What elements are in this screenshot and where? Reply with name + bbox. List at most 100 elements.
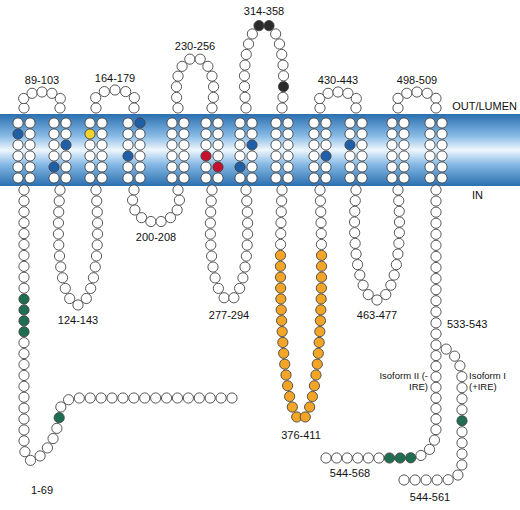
residue [13, 118, 23, 128]
residue [19, 250, 29, 260]
residue [431, 229, 441, 239]
residue [229, 293, 239, 303]
residue [305, 402, 315, 412]
residue [316, 207, 326, 217]
residue [42, 443, 52, 453]
residue [174, 195, 184, 205]
residue [65, 293, 75, 303]
residue [73, 300, 83, 310]
residue [425, 173, 435, 183]
residue [19, 349, 29, 359]
residue [384, 453, 394, 463]
residue [425, 151, 435, 161]
residue [276, 294, 286, 304]
residue [275, 272, 285, 282]
residue-range: 200-208 [136, 231, 176, 243]
residue [213, 151, 223, 161]
residue [235, 140, 245, 150]
residue [19, 359, 29, 369]
residue [277, 185, 287, 195]
residue [316, 272, 326, 282]
residue [276, 305, 286, 315]
residue [19, 261, 29, 271]
residue [213, 173, 223, 183]
residue [357, 129, 367, 139]
residue [399, 140, 409, 150]
residue-range: 498-509 [397, 74, 437, 86]
residue [275, 261, 285, 271]
residue [271, 29, 281, 39]
residue [431, 414, 441, 424]
residue [239, 81, 249, 91]
residue [85, 162, 95, 172]
residue [399, 129, 409, 139]
residue [123, 151, 133, 161]
residue [129, 185, 139, 195]
residue [321, 129, 331, 139]
residue [48, 433, 58, 443]
residue [91, 185, 101, 195]
residue [201, 173, 211, 183]
residue [429, 435, 439, 445]
residue [35, 451, 45, 461]
residue [97, 118, 107, 128]
residue [92, 240, 102, 250]
residue [179, 129, 189, 139]
residue [213, 129, 223, 139]
residue [85, 173, 95, 183]
residue [350, 228, 360, 238]
residue [357, 151, 367, 161]
residue [357, 162, 367, 172]
residue [321, 151, 331, 161]
residue [61, 129, 71, 139]
residue [167, 151, 177, 161]
residue [287, 402, 297, 412]
residue [241, 49, 251, 59]
residue [394, 238, 404, 248]
residue [315, 196, 325, 206]
residue [207, 71, 217, 81]
residue [431, 251, 441, 261]
residue [457, 383, 467, 393]
residue [123, 173, 133, 183]
residue [393, 103, 403, 113]
residue [431, 361, 441, 371]
residue [387, 173, 397, 183]
residue [275, 250, 285, 260]
residue [431, 318, 441, 328]
residue [97, 151, 107, 161]
residue [63, 395, 73, 405]
residue [85, 129, 95, 139]
residue [345, 151, 355, 161]
residue [394, 196, 404, 206]
residue [96, 393, 106, 403]
residue [315, 185, 325, 195]
residue [118, 393, 128, 403]
residue [342, 453, 352, 463]
residue [19, 294, 29, 304]
residue [457, 449, 467, 459]
residue [49, 162, 59, 172]
residue [13, 140, 23, 150]
residue [140, 393, 150, 403]
residue [247, 162, 257, 172]
residue [85, 393, 95, 403]
residue [207, 185, 217, 195]
residue [97, 173, 107, 183]
residue [81, 293, 91, 303]
residue [206, 240, 216, 250]
residue-range: 164-179 [95, 72, 135, 84]
residue [205, 393, 215, 403]
residue [235, 118, 245, 128]
residue [431, 93, 441, 103]
residue-range: 1-69 [31, 484, 53, 496]
residue [309, 118, 319, 128]
residue [161, 393, 171, 403]
residue [52, 423, 62, 433]
residue [450, 351, 460, 361]
residue [123, 162, 133, 172]
residue [431, 307, 441, 317]
residue [431, 262, 441, 272]
residue [351, 185, 361, 195]
